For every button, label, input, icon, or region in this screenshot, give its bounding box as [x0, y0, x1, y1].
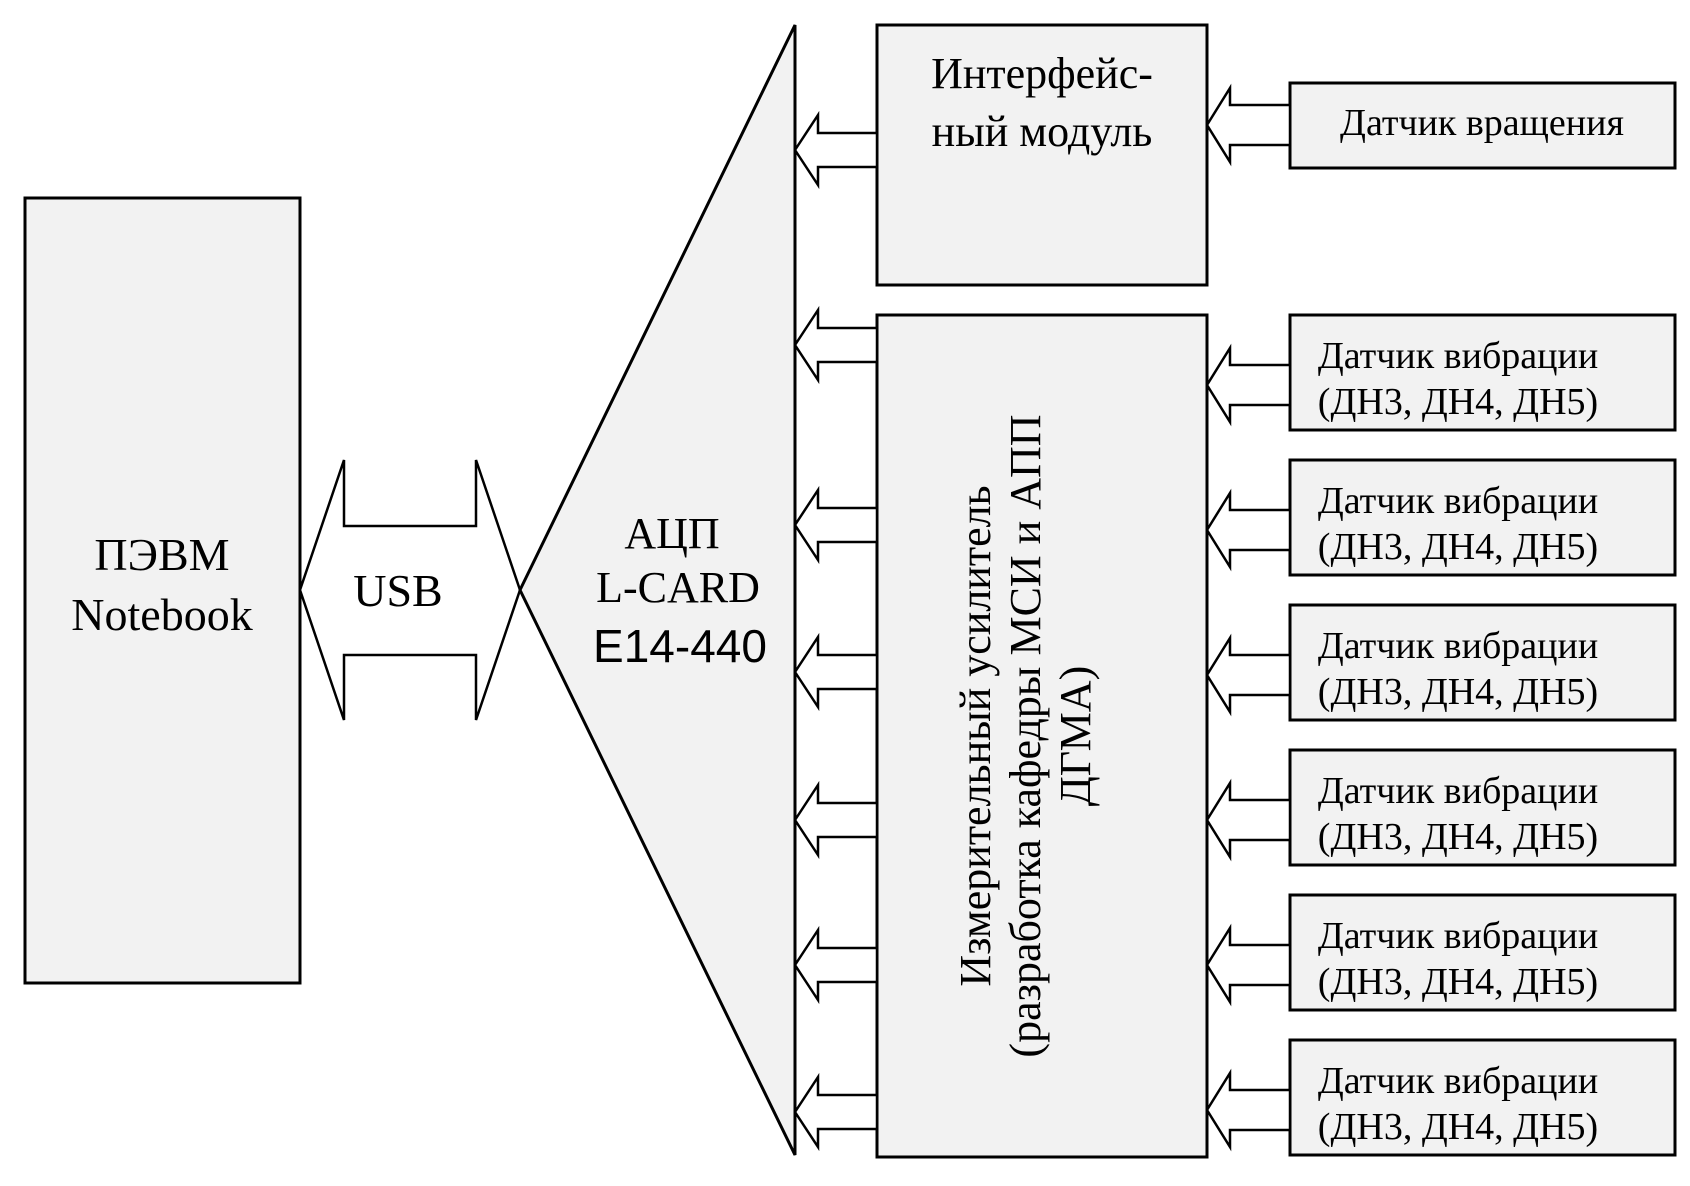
vibration-sensor-block-3: Датчик вибрации (ДН3, ДН4, ДН5): [1288, 603, 1677, 722]
vibration-sensor-label-line2: (ДН3, ДН4, ДН5): [1318, 1106, 1598, 1148]
adc-block: АЦП L-CARD E14-440: [518, 24, 797, 1156]
vibration-sensor-block-6: Датчик вибрации (ДН3, ДН4, ДН5): [1288, 1038, 1677, 1157]
vibration-sensor-label-line2: (ДН3, ДН4, ДН5): [1318, 526, 1598, 568]
pc-block: ПЭВМ Notebook: [23, 196, 302, 985]
vibration-sensor-label-line2: (ДН3, ДН4, ДН5): [1318, 381, 1598, 423]
arrow-rotation-to-interface: [1205, 83, 1292, 167]
vibration-sensor-label-line1: Датчик вибрации: [1318, 480, 1598, 522]
amplifier-label-line3: ДГМА): [1051, 666, 1100, 806]
arrow-vibration-to-amplifier-5: [1205, 923, 1292, 1007]
arrow-interface-to-adc: [793, 110, 879, 190]
vibration-sensor-label-line2: (ДН3, ДН4, ДН5): [1318, 961, 1598, 1003]
arrow-amplifier-to-adc-6: [793, 1072, 879, 1152]
vibration-sensor-block-5: Датчик вибрации (ДН3, ДН4, ДН5): [1288, 893, 1677, 1012]
pc-label-line1: ПЭВМ: [94, 529, 229, 580]
adc-label-line2: L-CARD: [596, 563, 760, 612]
vibration-sensor-label-line1: Датчик вибрации: [1318, 1060, 1598, 1102]
amplifier-label-line2: (разработка кафедры МСИ и АПП: [1001, 414, 1050, 1057]
rotation-sensor-block: Датчик вращения: [1288, 81, 1677, 170]
adc-label-line1: АЦП: [624, 509, 719, 558]
interface-module-line2: ный модуль: [932, 107, 1153, 156]
interface-module-block: Интерфейс- ный модуль: [875, 23, 1209, 287]
rotation-sensor-label: Датчик вращения: [1340, 102, 1624, 144]
vibration-sensor-label-line1: Датчик вибрации: [1318, 625, 1598, 667]
vibration-sensor-label-line2: (ДН3, ДН4, ДН5): [1318, 671, 1598, 713]
arrow-vibration-to-amplifier-6: [1205, 1068, 1292, 1152]
vibration-sensor-block-1: Датчик вибрации (ДН3, ДН4, ДН5): [1288, 313, 1677, 432]
arrow-vibration-to-amplifier-3: [1205, 633, 1292, 717]
vibration-sensor-label-line1: Датчик вибрации: [1318, 770, 1598, 812]
vibration-sensor-block-4: Датчик вибрации (ДН3, ДН4, ДН5): [1288, 748, 1677, 867]
usb-connection: USB: [298, 459, 522, 721]
arrow-amplifier-to-adc-5: [793, 925, 879, 1005]
vibration-sensor-label-line1: Датчик вибрации: [1318, 915, 1598, 957]
arrow-amplifier-to-adc-3: [793, 632, 879, 712]
arrow-vibration-to-amplifier-1: [1205, 343, 1292, 427]
arrow-vibration-to-amplifier-4: [1205, 778, 1292, 862]
pc-label-line2: Notebook: [71, 589, 252, 640]
arrow-amplifier-to-adc-1: [793, 305, 879, 385]
vibration-sensor-label-line2: (ДН3, ДН4, ДН5): [1318, 816, 1598, 858]
arrow-amplifier-to-adc-2: [793, 485, 879, 565]
interface-module-line1: Интерфейс-: [931, 49, 1153, 98]
amplifier-block: Измерительный усилитель (разработка кафе…: [875, 313, 1209, 1159]
vibration-sensor-label-line1: Датчик вибрации: [1318, 335, 1598, 377]
amplifier-label-line1: Измерительный усилитель: [951, 485, 1000, 986]
arrow-vibration-to-amplifier-2: [1205, 488, 1292, 572]
vibration-sensor-block-2: Датчик вибрации (ДН3, ДН4, ДН5): [1288, 458, 1677, 577]
arrow-amplifier-to-adc-4: [793, 780, 879, 860]
usb-label: USB: [353, 565, 442, 616]
adc-label-line3: E14-440: [593, 620, 767, 672]
